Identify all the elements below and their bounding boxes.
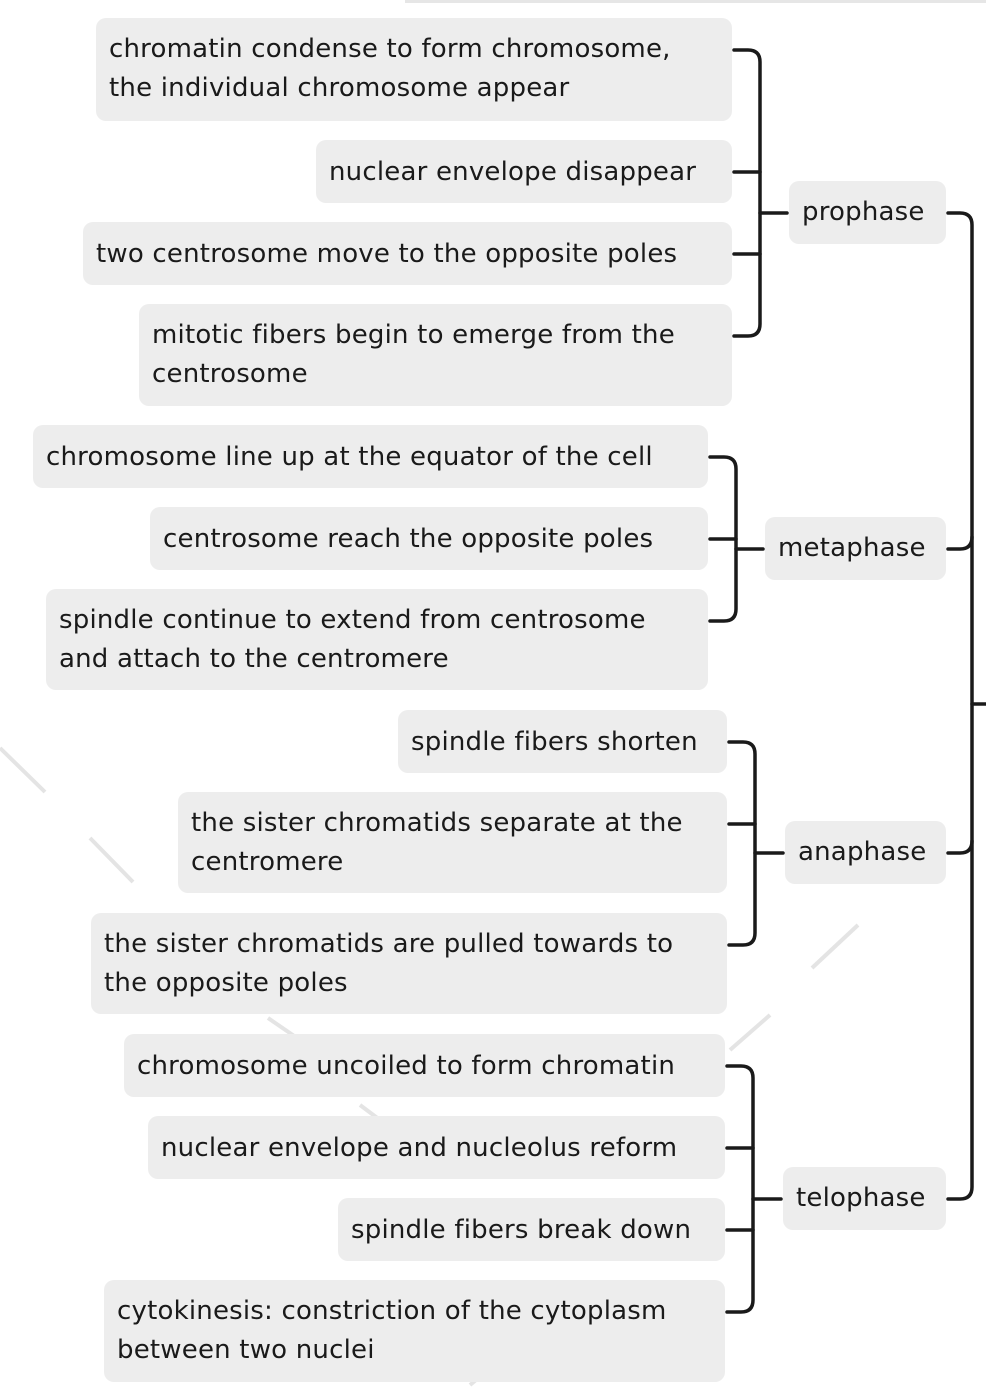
root-connector [946,839,974,855]
bracket-prophase [732,48,762,338]
event-node-telophase-4-line: cytokinesis: constriction of the cytopla… [117,1296,667,1326]
event-node-telophase-2-line: nuclear envelope and nucleolus reform [161,1133,678,1163]
event-node-prophase-1-line: the individual chromosome appear [109,73,570,103]
watermark-stroke [88,836,135,884]
phase-label: prophase [802,197,925,227]
root-connector [946,535,974,551]
phase-node-prophase[interactable]: prophase [789,181,946,244]
phase-node-telophase[interactable]: telophase [783,1167,946,1230]
phase-node-anaphase[interactable]: anaphase [785,821,946,884]
event-node-metaphase-1-line: chromosome line up at the equator of the… [46,442,653,472]
phase-node-metaphase[interactable]: metaphase [765,517,946,580]
event-node-prophase-1-line: chromatin condense to form chromosome, [109,34,671,64]
watermark-stroke [810,923,860,970]
event-node-anaphase-3[interactable]: the sister chromatids are pulled towards… [91,913,727,1014]
event-node-metaphase-1[interactable]: chromosome line up at the equator of the… [33,425,708,488]
event-node-prophase-4-line: centrosome [152,359,308,389]
event-node-telophase-1[interactable]: chromosome uncoiled to form chromatin [124,1034,725,1097]
watermark-stroke [0,746,47,794]
event-node-anaphase-2[interactable]: the sister chromatids separate at the cen… [178,792,727,893]
event-node-anaphase-1-line: spindle fibers shorten [411,727,698,757]
event-node-prophase-1[interactable]: chromatin condense to form chromosome, th… [96,18,732,121]
event-node-anaphase-2-line: centromere [191,847,344,877]
event-node-prophase-4-line: mitotic fibers begin to emerge from the [152,320,675,350]
phase-label: anaphase [798,837,927,867]
event-node-prophase-2-line: nuclear envelope disappear [329,157,697,187]
bracket-telophase [725,1064,755,1314]
event-node-telophase-3-line: spindle fibers break down [351,1215,692,1245]
event-node-anaphase-2-line: the sister chromatids separate at the [191,808,683,838]
event-node-anaphase-3-line: the opposite poles [104,968,348,998]
event-node-anaphase-3-line: the sister chromatids are pulled towards… [104,929,674,959]
event-node-telophase-4-line: between two nuclei [117,1335,375,1365]
event-node-metaphase-3-line: and attach to the centromere [59,644,449,674]
phase-label: metaphase [778,533,926,563]
event-node-anaphase-1[interactable]: spindle fibers shorten [398,710,727,773]
root-bracket [946,211,974,1201]
event-node-metaphase-3[interactable]: spindle continue to extend from centroso… [46,589,708,690]
event-node-prophase-2[interactable]: nuclear envelope disappear [316,140,732,203]
event-node-metaphase-2[interactable]: centrosome reach the opposite poles [150,507,708,570]
event-node-prophase-3-line: two centrosome move to the opposite pole… [96,239,678,269]
bracket-anaphase [727,740,757,947]
event-node-prophase-3[interactable]: two centrosome move to the opposite pole… [83,222,732,285]
event-node-telophase-4[interactable]: cytokinesis: constriction of the cytopla… [104,1280,725,1382]
watermark-stroke [728,1013,772,1052]
event-node-telophase-2[interactable]: nuclear envelope and nucleolus reform [148,1116,725,1179]
event-node-metaphase-3-line: spindle continue to extend from centroso… [59,605,646,635]
event-node-prophase-4[interactable]: mitotic fibers begin to emerge from the c… [139,304,732,406]
event-node-telophase-1-line: chromosome uncoiled to form chromatin [137,1051,676,1081]
event-node-metaphase-2-line: centrosome reach the opposite poles [163,524,654,554]
event-node-telophase-3[interactable]: spindle fibers break down [338,1198,725,1261]
phase-label: telophase [796,1183,926,1213]
